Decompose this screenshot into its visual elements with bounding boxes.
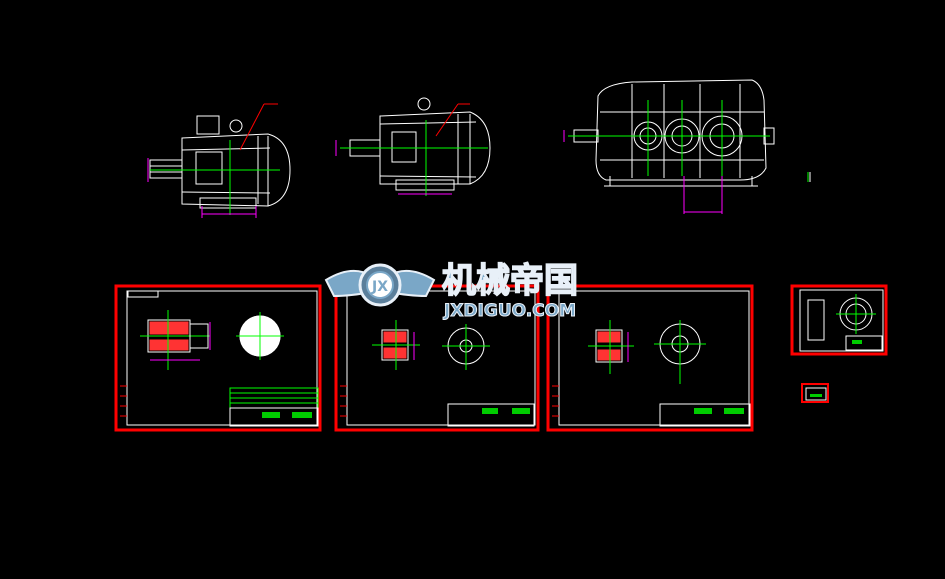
motor-1-shaft	[149, 159, 183, 179]
watermark-site: JXDIGUO.COM	[443, 301, 576, 321]
motor-2-dims	[335, 103, 488, 196]
motor-view-2	[349, 97, 491, 191]
gearbox-housing	[595, 79, 767, 181]
motor-1-lifting-eye	[229, 119, 243, 133]
sheet-2-frame	[334, 284, 540, 432]
motor-view-1	[149, 115, 291, 209]
drawing-sheet-5	[801, 383, 829, 403]
motor-1-body	[181, 133, 291, 207]
watermark-title-cn: 机械帝国	[442, 261, 578, 301]
sheet-1-frame	[114, 284, 322, 432]
drawing-sheet-1	[114, 284, 322, 432]
sheet-2-title-block	[447, 403, 535, 427]
sheet-4-frame	[790, 284, 888, 356]
motor-2-lifting-eye	[417, 97, 431, 111]
watermark-logo-letters: JX	[371, 279, 388, 295]
sheet-5-frame	[801, 383, 829, 403]
drawing-sheet-4	[790, 284, 888, 356]
sheet-1-title-block	[229, 407, 319, 427]
motor-2-body	[379, 111, 491, 185]
sheet-3-frame	[546, 284, 754, 432]
gearbox-dims	[563, 100, 811, 214]
drawing-sheet-3	[546, 284, 754, 432]
motor-1-window	[195, 151, 223, 185]
motor-2-foot	[395, 179, 455, 191]
sheet-3-title-block	[659, 403, 751, 427]
motor-1-terminal-box	[196, 115, 220, 135]
motor-1-foot	[199, 197, 257, 209]
drawing-sheet-2	[334, 284, 540, 432]
watermark: JX 机械帝国 JXDIGUO.COM	[324, 260, 579, 322]
motor-1-dims	[147, 103, 280, 218]
motor-2-window	[391, 131, 417, 163]
